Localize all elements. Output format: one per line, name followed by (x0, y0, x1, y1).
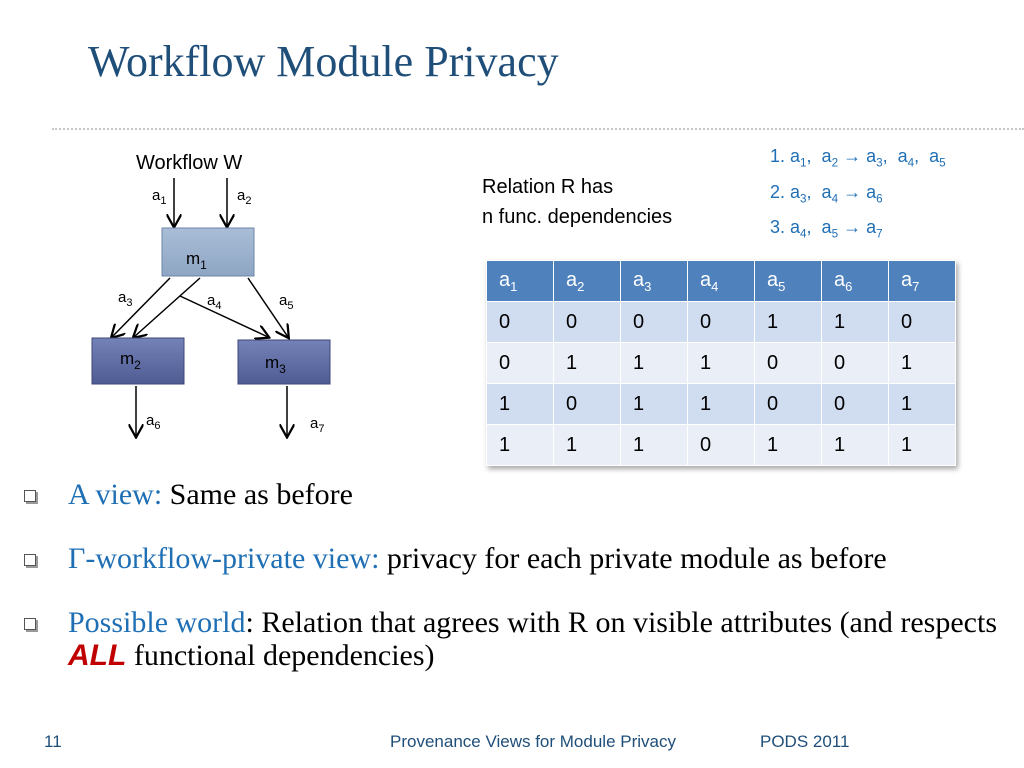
table-cell: 1 (620, 383, 688, 425)
header-a6: a6 (821, 260, 889, 302)
bullet-item: Possible world: Relation that agrees wit… (20, 606, 1010, 672)
workflow-diagram: m1 m2 m3 a1 a2 a3 a4 a5 a6 a7 (91, 178, 331, 460)
table-cell: 1 (553, 424, 621, 466)
bullet-list: A view: Same as before Γ-workflow-privat… (20, 478, 1010, 703)
table-cell: 0 (620, 301, 688, 343)
header-a4: a4 (687, 260, 755, 302)
footer-conference: PODS 2011 (760, 732, 850, 751)
table-row: 0 1 1 1 0 0 1 (486, 342, 956, 384)
workflow-label: Workflow W (136, 152, 243, 174)
table-cell: 0 (754, 342, 822, 384)
header-a3: a3 (620, 260, 688, 302)
bullet-text: privacy for each private module as befor… (379, 542, 887, 575)
arrow-a4-m3 (179, 295, 268, 337)
relation-line-1: Relation R has (482, 176, 614, 198)
bullet-item: A view: Same as before (20, 478, 1010, 511)
table-cell: 0 (486, 342, 554, 384)
svg-text:a7: a7 (310, 415, 324, 435)
arrow-a4-m2 (134, 277, 201, 337)
table-cell: 0 (687, 301, 755, 343)
table-cell: 1 (486, 383, 554, 425)
header-a5: a5 (754, 260, 822, 302)
table-cell: 0 (553, 383, 621, 425)
relation-line-2: n func. dependencies (482, 206, 673, 228)
table-cell: 1 (754, 301, 822, 343)
checkbox-bullet-icon (24, 554, 36, 566)
arrow-a5 (247, 277, 288, 337)
table-cell: 1 (888, 383, 956, 425)
table-cell: 1 (620, 342, 688, 384)
table-cell: 0 (821, 383, 889, 425)
svg-text:a5: a5 (279, 292, 293, 312)
header-a2: a2 (553, 260, 621, 302)
table-cell: 1 (888, 342, 956, 384)
footer-title: Provenance Views for Module Privacy (390, 732, 676, 751)
title-divider (52, 128, 1024, 130)
bullet-highlight: Γ-workflow-private view: (68, 542, 380, 575)
checkbox-bullet-icon (24, 618, 36, 630)
table-row: 0 0 0 0 1 1 0 (486, 301, 956, 343)
table-cell: 1 (620, 424, 688, 466)
table-row: 1 0 1 1 0 0 1 (486, 383, 956, 425)
table-cell: 0 (888, 301, 956, 343)
svg-text:a2: a2 (237, 187, 251, 207)
module-m2 (91, 337, 185, 385)
relation-table: a1 a2 a3 a4 a5 a6 a7 0 0 0 0 1 1 0 0 1 1… (486, 260, 956, 466)
table-cell: 0 (754, 383, 822, 425)
table-cell: 0 (821, 342, 889, 384)
bullet-item: Γ-workflow-private view: privacy for eac… (20, 542, 1010, 575)
header-a7: a7 (888, 260, 956, 302)
table-cell: 0 (486, 301, 554, 343)
bullet-highlight: A view: (68, 478, 163, 511)
slide-title: Workflow Module Privacy (88, 37, 559, 86)
arrow-a3 (112, 277, 171, 337)
table-cell: 1 (821, 301, 889, 343)
table-cell: 0 (553, 301, 621, 343)
module-m1 (161, 227, 255, 277)
header-a1: a1 (486, 260, 554, 302)
relation-description: Relation R has n func. dependencies (482, 172, 672, 232)
table-cell: 1 (888, 424, 956, 466)
table-row: 1 1 1 0 1 1 1 (486, 424, 956, 466)
table-cell: 1 (486, 424, 554, 466)
slide-number: 11 (44, 732, 62, 751)
module-m3 (237, 339, 331, 385)
dependency-3: 3. a4, a5 → a7 (770, 217, 883, 241)
bullet-tail: functional dependencies) (126, 639, 435, 672)
table-cell: 1 (553, 342, 621, 384)
bullet-text: : Relation that agrees with R on visible… (245, 606, 997, 639)
dependency-2: 2. a3, a4 → a6 (770, 181, 883, 206)
checkbox-bullet-icon (24, 490, 36, 502)
svg-text:a1: a1 (152, 187, 166, 207)
table-cell: 0 (687, 424, 755, 466)
dependency-1: 1. a1, a2 → a3, a4, a5 (770, 146, 946, 170)
svg-text:a3: a3 (118, 289, 132, 309)
bullet-highlight: Possible world (68, 606, 246, 639)
table-cell: 1 (687, 383, 755, 425)
dependency-list: 1. a1, a2 → a3, a4, a5 2. a3, a4 → a6 3.… (770, 142, 946, 249)
table-cell: 1 (821, 424, 889, 466)
bullet-emphasis: ALL (68, 639, 127, 672)
table-header-row: a1 a2 a3 a4 a5 a6 a7 (486, 260, 956, 302)
table-cell: 1 (754, 424, 822, 466)
svg-text:a6: a6 (146, 412, 160, 432)
bullet-text: Same as before (162, 478, 353, 511)
table-cell: 1 (687, 342, 755, 384)
